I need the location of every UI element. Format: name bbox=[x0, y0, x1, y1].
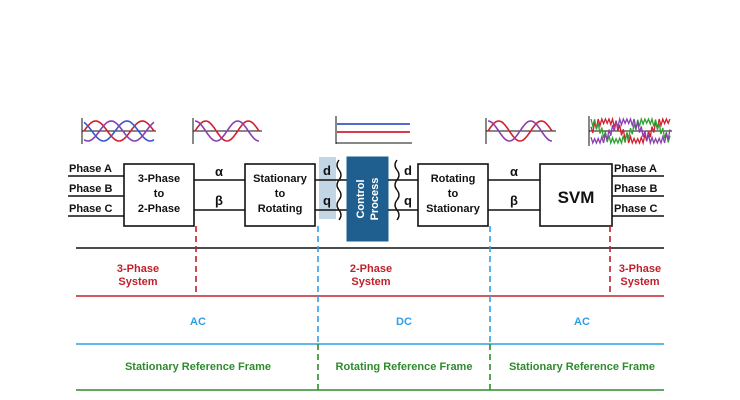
three-phase-system-label-right-2: System bbox=[620, 276, 659, 288]
inverse-park-block-line-3: Stationary bbox=[426, 203, 481, 215]
control-block-line-2: Process bbox=[369, 178, 381, 221]
control-process-block bbox=[346, 156, 389, 242]
park-block-line-3: Rotating bbox=[258, 203, 303, 215]
clarke-block-line-1: 3-Phase bbox=[138, 173, 180, 185]
control-block-line-1: Control bbox=[355, 179, 367, 218]
beta-label-2: β bbox=[510, 193, 518, 208]
alpha-label-2: α bbox=[510, 164, 518, 179]
phase-b-input-label: Phase B bbox=[69, 183, 112, 195]
d-label-1: d bbox=[323, 163, 331, 178]
ac-label-right: AC bbox=[574, 316, 590, 328]
inverse-park-block-line-2: to bbox=[448, 188, 459, 200]
beta-label-1: β bbox=[215, 193, 223, 208]
park-block-line-2: to bbox=[275, 188, 286, 200]
two-phase-wave-icon-output bbox=[485, 118, 556, 144]
park-block-line-1: Stationary bbox=[253, 173, 308, 185]
svm-block bbox=[539, 163, 613, 227]
q-label-2: q bbox=[404, 193, 412, 208]
phase-c-output-label: Phase C bbox=[614, 203, 657, 215]
three-phase-system-label-left-1: 3-Phase bbox=[117, 263, 159, 275]
phase-a-output-label: Phase A bbox=[614, 163, 657, 175]
break-symbol-right bbox=[394, 159, 400, 221]
clarke-block-line-2: to bbox=[154, 188, 165, 200]
inverse-park-block-line-1: Rotating bbox=[431, 173, 476, 185]
two-phase-system-label-2: System bbox=[351, 276, 390, 288]
pwm-three-phase-wave-icon bbox=[588, 116, 672, 146]
stationary-frame-label-left: Stationary Reference Frame bbox=[125, 361, 271, 373]
inverse-park-transform-block bbox=[417, 163, 489, 227]
two-phase-wave-icon-stationary bbox=[192, 118, 262, 144]
phase-c-input-label: Phase C bbox=[69, 203, 112, 215]
svm-block-label: SVM bbox=[558, 188, 595, 207]
alpha-label-1: α bbox=[215, 164, 223, 179]
d-label-2: d bbox=[404, 163, 412, 178]
two-phase-system-label-1: 2-Phase bbox=[350, 263, 392, 275]
dc-label: DC bbox=[396, 316, 412, 328]
stationary-frame-label-right: Stationary Reference Frame bbox=[509, 361, 655, 373]
phase-b-output-label: Phase B bbox=[614, 183, 657, 195]
three-phase-wave-icon-input bbox=[81, 118, 156, 144]
rotating-frame-label: Rotating Reference Frame bbox=[336, 361, 473, 373]
clarke-transform-block bbox=[123, 163, 195, 227]
three-phase-system-label-right-1: 3-Phase bbox=[619, 263, 661, 275]
three-phase-system-label-left-2: System bbox=[118, 276, 157, 288]
input-phases bbox=[68, 175, 124, 217]
break-symbol-left bbox=[336, 159, 342, 221]
park-transform-block bbox=[244, 163, 316, 227]
phase-a-input-label: Phase A bbox=[69, 163, 112, 175]
dq-shaded-region bbox=[319, 157, 336, 219]
clarke-block-line-3: 2-Phase bbox=[138, 203, 180, 215]
dc-signal-icon bbox=[335, 116, 412, 144]
q-label-1: q bbox=[323, 193, 331, 208]
output-phases bbox=[612, 175, 664, 217]
ac-label-left: AC bbox=[190, 316, 206, 328]
